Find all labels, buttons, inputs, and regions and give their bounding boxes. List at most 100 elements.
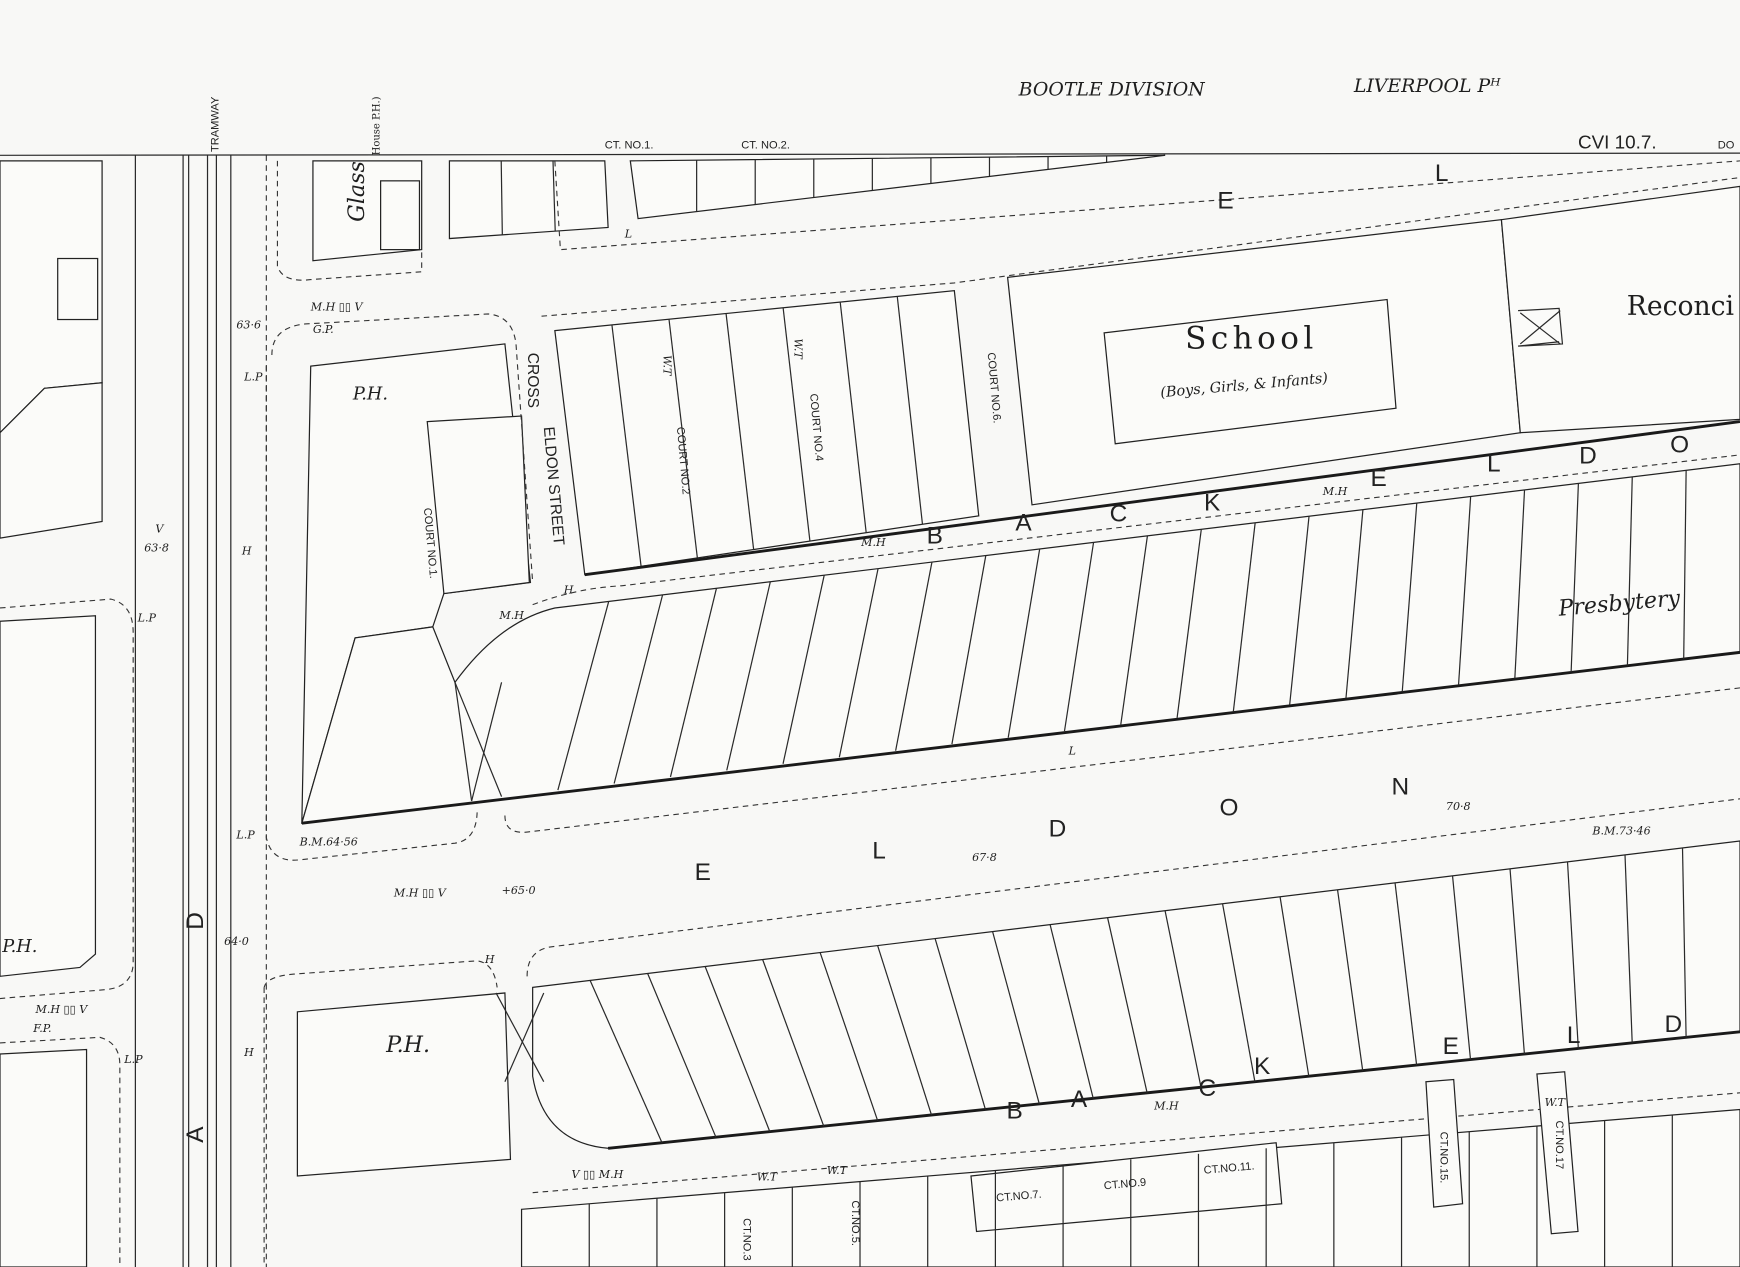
lamp-post-label: L.P — [137, 611, 157, 624]
hydrant-label: H — [484, 953, 495, 966]
plot-divider — [951, 555, 987, 745]
street-letter: C — [1110, 500, 1128, 527]
manhole-label: M.H — [1153, 1099, 1179, 1112]
gas-pipe-label: G.P. — [313, 323, 334, 336]
plot-divider — [1176, 529, 1202, 718]
back-eldon-south-edge — [607, 1030, 1740, 1150]
tramway-road — [134, 155, 267, 1267]
plot-divider — [1509, 868, 1526, 1055]
lamp-post-label: L.P — [243, 371, 263, 384]
street-letter: A — [1071, 1086, 1088, 1113]
plot-divider — [762, 959, 825, 1127]
ct-no1-label: CT. NO.1. — [605, 140, 654, 152]
church-label: Reconci — [1627, 291, 1734, 322]
street-letter: B — [927, 523, 943, 550]
plot-dividers — [500, 155, 1687, 1267]
street-letter: O — [1670, 432, 1689, 459]
plot-divider — [877, 945, 933, 1116]
plot-divider — [1164, 910, 1202, 1088]
plot-divider — [613, 594, 664, 784]
plot-divider — [704, 966, 771, 1132]
ph-label: P.H. — [385, 1032, 430, 1058]
street-letter: N — [1392, 773, 1410, 800]
plot-divider — [647, 973, 717, 1138]
plot-divider — [1336, 889, 1364, 1071]
back-eldon-street-north-label: B A C K E L D O — [927, 432, 1689, 550]
eldon-south-terrace — [263, 798, 1740, 1267]
plot-divider — [611, 324, 642, 567]
ct-no17-label: CT.NO.17 — [1553, 1121, 1565, 1170]
road-letter-a: A — [182, 1126, 209, 1143]
spot-height: +65·0 — [502, 884, 536, 897]
plot-divider — [1683, 470, 1687, 659]
street-letter: K — [1254, 1053, 1270, 1080]
court-no6-label: COURT NO.6. — [985, 352, 1003, 424]
plot-divider — [1345, 509, 1364, 699]
plot-divider — [1289, 516, 1310, 705]
street-letter: L — [1487, 451, 1501, 478]
fire-plug-label: F.P. — [32, 1022, 51, 1035]
manhole-label: M.H ▯▯ V — [35, 1003, 89, 1016]
lamp-post-label: L.P — [123, 1053, 143, 1066]
spot-height: 64·0 — [224, 935, 249, 948]
street-letter: L — [1567, 1022, 1581, 1049]
ph-block-north — [265, 313, 534, 861]
manhole-label: M.H — [1322, 485, 1348, 498]
court-no1-label: COURT NO.1. — [421, 507, 439, 579]
ct-no3-label: CT.NO.3 — [740, 1218, 752, 1260]
tramway-label: TRAMWAY — [210, 96, 222, 152]
plot-divider — [782, 307, 811, 542]
spot-height: 63·6 — [236, 318, 261, 331]
sheet-number: CVI 10.7. — [1578, 132, 1657, 153]
water-tap-label: W.T — [757, 1170, 779, 1183]
ct-no9-label: CT.NO.9 — [1103, 1177, 1146, 1193]
manhole-label: M.H ▯▯ V — [393, 886, 447, 899]
manhole-label: V ▯▯ M.H — [571, 1168, 623, 1181]
ct-no11-label: CT.NO.11. — [1203, 1160, 1255, 1176]
water-tap-label: W.T — [1545, 1096, 1567, 1109]
street-letter: E — [1370, 465, 1386, 492]
plot-divider — [726, 581, 771, 771]
street-letter: D — [1049, 816, 1067, 843]
benchmark: B.M.73·46 — [1591, 824, 1650, 837]
plot-divider — [668, 319, 698, 558]
ph-label: P.H. — [1, 937, 37, 957]
road-letter-d: D — [182, 912, 209, 930]
eldon-street-north-edge — [301, 650, 1740, 825]
spot-height: 67·8 — [972, 851, 997, 864]
plot-divider — [895, 561, 933, 751]
eldon-street-label: E L D O N — [695, 773, 1410, 885]
hydrant-label: H — [241, 545, 252, 558]
glass-house-label: Glass — [344, 161, 370, 222]
hydrant-label: H — [563, 584, 574, 597]
plot-divider — [1063, 542, 1095, 732]
plot-divider — [992, 931, 1040, 1105]
plot-divider — [1401, 503, 1418, 692]
cross-eldon-street-label: ELDON STREET — [540, 426, 567, 547]
plot-divider — [1007, 548, 1041, 738]
school-label: School — [1185, 320, 1318, 356]
plot-divider — [934, 938, 986, 1110]
plot-divider — [1394, 882, 1418, 1066]
courts-block-north — [541, 176, 1740, 576]
plot-divider — [1106, 917, 1148, 1093]
lamp-post-label: L.P — [235, 829, 255, 842]
manhole-label: M.H — [860, 536, 886, 549]
water-tap-label: W.T — [792, 338, 805, 360]
water-tap-label: W.T — [827, 1164, 849, 1177]
back-eldon-north-edge — [584, 420, 1740, 577]
plot-divider — [557, 601, 610, 791]
back-eldon-south-dashed — [532, 1092, 1740, 1194]
plot-divider — [1624, 854, 1633, 1043]
plot-divider — [1221, 903, 1256, 1082]
spot-height: 70·8 — [1446, 800, 1471, 813]
plot-divider — [1566, 861, 1579, 1049]
court-no4-label: COURT NO.4 — [807, 393, 825, 462]
ct-no7-label: CT.NO.7. — [996, 1189, 1042, 1205]
ct-no2-label: CT. NO.2. — [741, 140, 790, 152]
ct-no5-label: CT.NO.5. — [849, 1200, 861, 1246]
ct-no15-label: CT.NO.15. — [1437, 1132, 1449, 1184]
next-sheet-label: DO — [1718, 140, 1735, 152]
benchmark: B.M.64·56 — [299, 835, 358, 848]
